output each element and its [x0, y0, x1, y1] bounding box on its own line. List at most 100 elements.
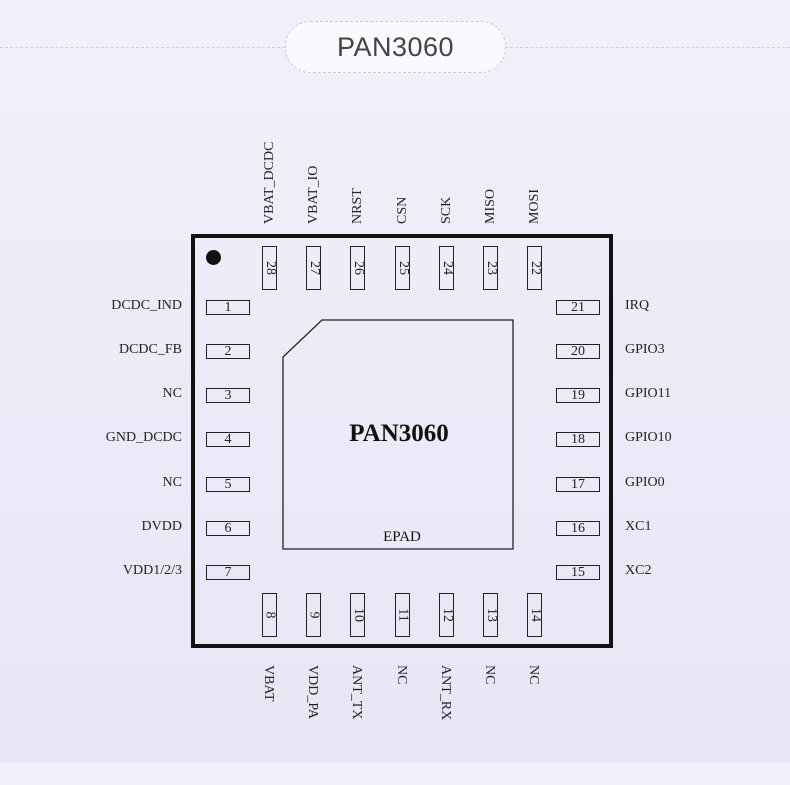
pin-label-28: VBAT_DCDC — [259, 106, 279, 226]
pin-pad-4: 4 — [206, 432, 250, 447]
pin-label-9-text: VDD_PA — [305, 665, 320, 719]
pin-label-27: VBAT_IO — [303, 106, 323, 226]
pin-pad-13-text: 13 — [483, 608, 499, 622]
pin-label-17: GPIO0 — [625, 475, 665, 490]
pin-pad-7: 7 — [206, 565, 250, 580]
pin-label-11-text: NC — [394, 665, 409, 685]
pin-label-22: MOSI — [524, 106, 544, 226]
header-divider-right — [505, 47, 790, 48]
pin-pad-5-text: 5 — [224, 476, 232, 492]
pin-label-13: NC — [480, 665, 500, 785]
pin-label-14-text: NC — [526, 665, 541, 685]
pin-label-1: DCDC_IND — [111, 298, 182, 313]
pin-pad-2: 2 — [206, 344, 250, 359]
pin-pad-6-text: 6 — [224, 520, 232, 536]
pin-pad-17: 17 — [556, 477, 600, 492]
chip-name-label: PAN3060 — [349, 420, 449, 447]
pin-label-4: GND_DCDC — [105, 430, 182, 445]
pin-label-13-text: NC — [482, 665, 497, 685]
pin-pad-19: 19 — [556, 388, 600, 403]
header-divider-left — [0, 47, 285, 48]
pin-pad-13: 13 — [483, 593, 499, 637]
pin-pad-26: 26 — [350, 246, 366, 290]
pin-label-8-text: VBAT — [261, 665, 276, 702]
pin-pad-17-text: 17 — [571, 476, 585, 492]
pin-pad-12: 12 — [439, 593, 455, 637]
pin-label-2: DCDC_FB — [118, 342, 182, 357]
pin-label-7: VDD1/2/3 — [122, 563, 182, 578]
pin-pad-3: 3 — [206, 388, 250, 403]
pin-label-23-text: MISO — [483, 188, 498, 224]
pin-label-14: NC — [524, 665, 544, 785]
pin-pad-25-text: 25 — [395, 261, 411, 275]
pin-pad-23-text: 23 — [483, 261, 499, 275]
pin-label-16: XC1 — [625, 519, 652, 534]
pin-pad-22-text: 22 — [527, 261, 543, 275]
pin-pad-10-text: 10 — [350, 608, 366, 622]
pin-label-8: VBAT — [259, 665, 279, 785]
pin-pad-24: 24 — [439, 246, 455, 290]
pin-label-26-text: NRST — [350, 188, 365, 224]
pin-label-15: XC2 — [625, 563, 652, 578]
pin-pad-26-text: 26 — [350, 261, 366, 275]
pin-label-9: VDD_PA — [303, 665, 323, 785]
pin1-marker-dot — [206, 250, 221, 265]
pin-pad-21-text: 21 — [571, 299, 585, 315]
pin-label-10-text: ANT_TX — [349, 665, 364, 720]
pin-pad-9: 9 — [306, 593, 322, 637]
pin-pad-22: 22 — [527, 246, 543, 290]
pin-pad-1: 1 — [206, 300, 250, 315]
pin-pad-1-text: 1 — [224, 299, 232, 315]
pin-label-26: NRST — [347, 106, 367, 226]
pin-pad-14-text: 14 — [527, 608, 543, 622]
pin-pad-7-text: 7 — [224, 564, 232, 580]
exposed-pad-outline — [282, 319, 514, 550]
page-title: PAN3060 — [285, 21, 506, 73]
pin-pad-4-text: 4 — [224, 431, 232, 447]
epad-label: EPAD — [383, 529, 421, 545]
pin-pad-18-text: 18 — [571, 431, 585, 447]
pin-pad-19-text: 19 — [571, 387, 585, 403]
pin-pad-28: 28 — [262, 246, 278, 290]
pin-label-18: GPIO10 — [625, 430, 672, 445]
pin-label-6: DVDD — [141, 519, 182, 534]
pin-pad-23: 23 — [483, 246, 499, 290]
pin-pad-27: 27 — [306, 246, 322, 290]
pin-pad-10: 10 — [350, 593, 366, 637]
pin-pad-27-text: 27 — [306, 261, 322, 275]
pin-pad-5: 5 — [206, 477, 250, 492]
pin-pad-18: 18 — [556, 432, 600, 447]
pin-label-24-text: SCK — [439, 196, 454, 224]
pin-label-12-text: ANT_RX — [438, 665, 453, 721]
pin-pad-14: 14 — [527, 593, 543, 637]
pin-pad-11-text: 11 — [395, 608, 411, 622]
pin-pad-16-text: 16 — [571, 520, 585, 536]
pin-pad-12-text: 12 — [439, 608, 455, 622]
pin-label-11: NC — [392, 665, 412, 785]
pin-label-5: NC — [162, 475, 182, 490]
pin-pad-2-text: 2 — [224, 343, 232, 359]
pin-pad-8-text: 8 — [262, 611, 278, 619]
pin-pad-6: 6 — [206, 521, 250, 536]
pin-pad-15-text: 15 — [571, 564, 585, 580]
pin-label-3: NC — [162, 386, 182, 401]
pin-label-20: GPIO3 — [625, 342, 665, 357]
pin-label-21: IRQ — [625, 298, 650, 313]
pin-pad-21: 21 — [556, 300, 600, 315]
pin-pad-11: 11 — [395, 593, 411, 637]
pin-label-10: ANT_TX — [347, 665, 367, 785]
pin-pad-3-text: 3 — [224, 387, 232, 403]
chip-package-outline — [191, 234, 613, 648]
pin-label-27-text: VBAT_IO — [306, 165, 321, 224]
pin-pad-16: 16 — [556, 521, 600, 536]
pin-pad-28-text: 28 — [262, 261, 278, 275]
pin-label-24: SCK — [436, 106, 456, 226]
pin-label-25-text: CSN — [395, 196, 410, 224]
pin-label-28-text: VBAT_DCDC — [262, 141, 277, 224]
pin-label-19: GPIO11 — [625, 386, 672, 401]
pin-pad-25: 25 — [395, 246, 411, 290]
pin-label-23: MISO — [480, 106, 500, 226]
pin-pad-8: 8 — [262, 593, 278, 637]
pin-pad-24-text: 24 — [439, 261, 455, 275]
pin-label-22-text: MOSI — [527, 188, 542, 224]
